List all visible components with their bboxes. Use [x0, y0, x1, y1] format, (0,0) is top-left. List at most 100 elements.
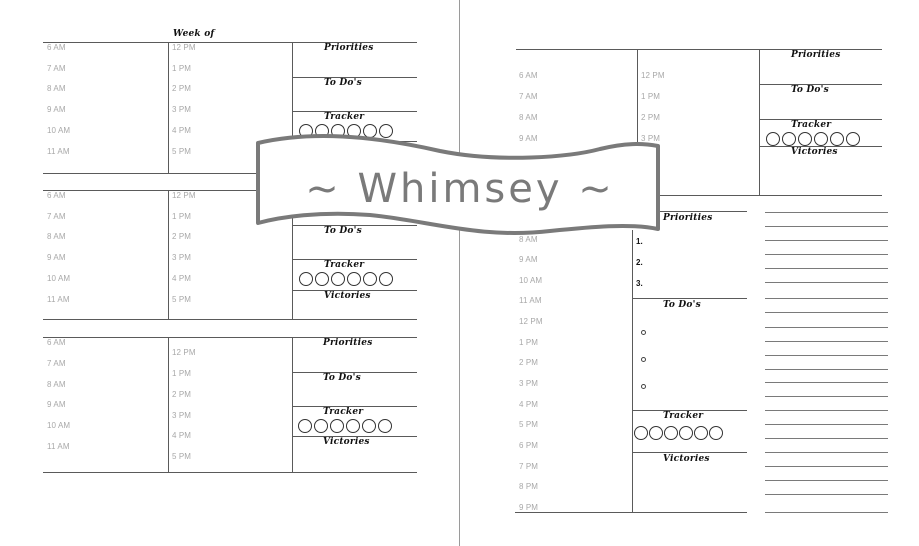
- note-line[interactable]: [765, 452, 888, 453]
- note-line[interactable]: [765, 341, 888, 342]
- time-label: 4 PM: [172, 274, 192, 283]
- note-line[interactable]: [765, 355, 888, 356]
- note-line[interactable]: [765, 438, 888, 439]
- tracker-circle[interactable]: [314, 419, 328, 433]
- time-label: 5 PM: [519, 420, 539, 429]
- note-line[interactable]: [765, 369, 888, 370]
- divider: [632, 230, 633, 512]
- time-label: 9 PM: [519, 503, 539, 512]
- tracker-circle[interactable]: [694, 426, 708, 440]
- note-line[interactable]: [765, 382, 888, 383]
- tracker-circle[interactable]: [298, 419, 312, 433]
- tracker-circles: [766, 132, 860, 146]
- note-line[interactable]: [765, 480, 888, 481]
- time-label: 12 PM: [519, 317, 543, 326]
- note-line[interactable]: [765, 396, 888, 397]
- note-line[interactable]: [765, 512, 888, 513]
- tracker-circle[interactable]: [830, 132, 844, 146]
- note-line[interactable]: [765, 212, 888, 213]
- note-line[interactable]: [765, 268, 888, 269]
- time-label: 4 PM: [519, 400, 539, 409]
- tracker-circle[interactable]: [330, 419, 344, 433]
- divider: [43, 319, 417, 320]
- todo-bullet[interactable]: [641, 384, 646, 389]
- tracker-circle[interactable]: [379, 124, 393, 138]
- time-label: 11 AM: [519, 296, 542, 305]
- divider: [292, 259, 417, 260]
- tracker-circle[interactable]: [363, 272, 377, 286]
- note-line[interactable]: [765, 494, 888, 495]
- todo-bullet[interactable]: [641, 357, 646, 362]
- time-label: 1 PM: [172, 369, 192, 378]
- tracker-circle[interactable]: [709, 426, 723, 440]
- divider: [292, 337, 293, 472]
- tracker-circle[interactable]: [846, 132, 860, 146]
- note-line[interactable]: [765, 410, 888, 411]
- page-spine: [459, 0, 460, 546]
- priority-number: 1.: [636, 237, 643, 246]
- note-line[interactable]: [765, 254, 888, 255]
- tracker-circle[interactable]: [347, 272, 361, 286]
- note-line[interactable]: [765, 282, 888, 283]
- todo-bullet[interactable]: [641, 330, 646, 335]
- tracker-circle[interactable]: [649, 426, 663, 440]
- time-label: 7 AM: [47, 359, 66, 368]
- divider: [43, 472, 417, 473]
- tracker-circle[interactable]: [346, 419, 360, 433]
- time-label: 5 PM: [172, 147, 192, 156]
- todos-label: To Do's: [791, 85, 829, 95]
- tracker-circles: [299, 272, 393, 286]
- time-label: 8 AM: [47, 380, 66, 389]
- note-line[interactable]: [765, 424, 888, 425]
- time-label: 6 AM: [47, 191, 66, 200]
- divider: [292, 42, 293, 173]
- divider: [292, 111, 417, 112]
- tracker-circle[interactable]: [331, 272, 345, 286]
- note-line[interactable]: [765, 327, 888, 328]
- tracker-circle[interactable]: [798, 132, 812, 146]
- tracker-circle[interactable]: [664, 426, 678, 440]
- time-label: 8 PM: [519, 482, 539, 491]
- tracker-circle[interactable]: [379, 272, 393, 286]
- tracker-circle[interactable]: [679, 426, 693, 440]
- tracker-circle[interactable]: [634, 426, 648, 440]
- time-label: 3 PM: [172, 411, 192, 420]
- tracker-circle[interactable]: [299, 272, 313, 286]
- divider: [759, 84, 882, 85]
- note-line[interactable]: [765, 298, 888, 299]
- time-label: 1 PM: [172, 212, 192, 221]
- tracker-circle[interactable]: [362, 419, 376, 433]
- wavy-ribbon-shape: [256, 134, 660, 235]
- time-label: 10 AM: [47, 421, 71, 430]
- time-label: 2 PM: [172, 232, 192, 241]
- note-line[interactable]: [765, 240, 888, 241]
- tracker-circle[interactable]: [814, 132, 828, 146]
- time-label: 3 PM: [519, 379, 539, 388]
- tracker-circle[interactable]: [782, 132, 796, 146]
- divider: [632, 452, 747, 453]
- note-line[interactable]: [765, 226, 888, 227]
- priorities-label: Priorities: [663, 213, 713, 223]
- time-label: 3 PM: [172, 253, 192, 262]
- time-label: 2 PM: [519, 358, 539, 367]
- note-line[interactable]: [765, 466, 888, 467]
- time-label: 7 AM: [519, 92, 538, 101]
- time-label: 9 AM: [47, 105, 66, 114]
- tracker-circle[interactable]: [766, 132, 780, 146]
- time-label: 4 PM: [172, 431, 192, 440]
- time-label: 6 AM: [47, 43, 66, 52]
- time-label: 6 AM: [519, 71, 538, 80]
- time-label: 11 AM: [47, 295, 70, 304]
- divider: [292, 436, 417, 437]
- time-label: 9 AM: [47, 400, 66, 409]
- tracker-circle[interactable]: [315, 272, 329, 286]
- time-label: 11 AM: [47, 442, 70, 451]
- note-line[interactable]: [765, 312, 888, 313]
- time-label: 3 PM: [172, 105, 192, 114]
- time-label: 5 PM: [172, 295, 192, 304]
- divider: [168, 190, 169, 320]
- todos-label: To Do's: [323, 373, 361, 383]
- priority-number: 3.: [636, 279, 643, 288]
- time-label: 6 AM: [47, 338, 66, 347]
- tracker-circle[interactable]: [378, 419, 392, 433]
